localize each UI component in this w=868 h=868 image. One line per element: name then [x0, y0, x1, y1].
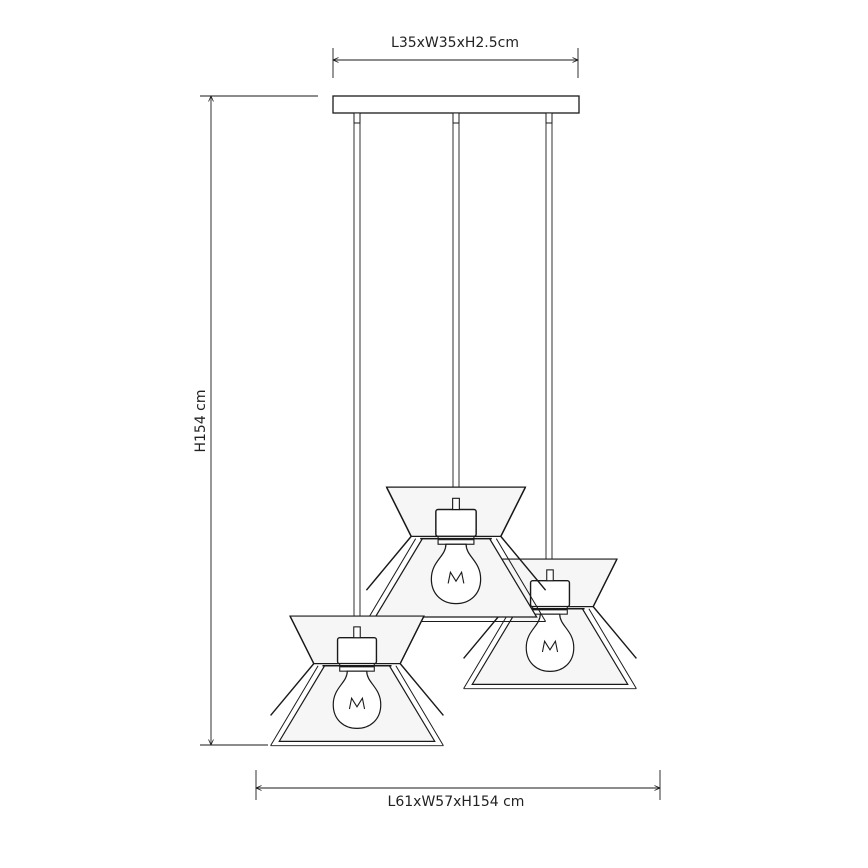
ceiling-canopy	[332, 95, 580, 124]
suspension-rods	[353, 123, 553, 632]
overall-dimension-label: L61xW57xH154 cm	[388, 794, 525, 810]
lamp-center	[365, 486, 547, 623]
height-dimension-label: H154 cm	[193, 389, 209, 452]
canopy-dimension: L35xW35xH2.5cm	[333, 35, 578, 78]
canopy-dimension-label: L35xW35xH2.5cm	[391, 35, 519, 51]
overall-dimension: L61xW57xH154 cm	[256, 770, 660, 810]
lamp-left	[269, 615, 445, 747]
height-dimension: H154 cm	[193, 96, 318, 745]
